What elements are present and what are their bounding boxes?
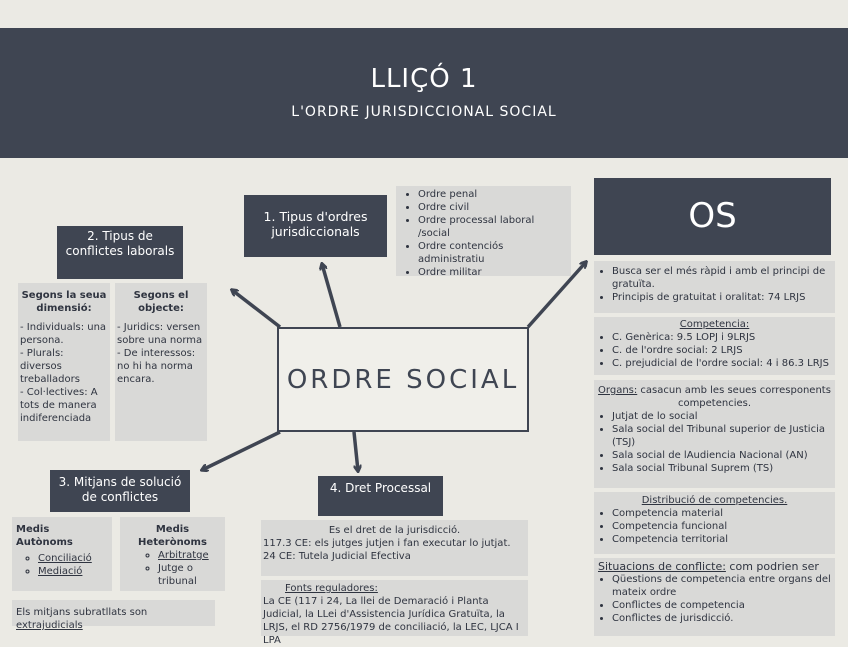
- organ-item: Sala social del Tribunal superior de Jus…: [612, 423, 831, 449]
- dret-label: 4. Dret Processal: [318, 476, 443, 516]
- ordre-item: Ordre militar: [418, 266, 567, 279]
- objecte-box: Segons el objecte: - Juridics: versen so…: [115, 283, 207, 441]
- fonts-text: La CE (117 i 24, La llei de Demaració i …: [263, 596, 519, 646]
- dret-def-title: Es el dret de la jurisdicció.: [328, 525, 461, 536]
- organs-title: Organs:: [598, 385, 638, 396]
- tipus-ordres-list: Ordre penal Ordre civil Ordre processal …: [396, 186, 571, 279]
- header-band: [0, 28, 848, 158]
- central-topic: ORDRE SOCIAL: [277, 327, 529, 432]
- heteronoms-heading: Medis Heterònoms: [138, 524, 207, 548]
- os-distribucio: Distribució de competencies. Competencia…: [594, 492, 835, 554]
- organ-item: Jutjat de lo social: [612, 410, 831, 423]
- dimensio-text: - Individuals: una persona. - Plurals: d…: [20, 322, 107, 424]
- heteronom-item: Jutge o tribunal: [158, 562, 221, 588]
- fonts-box: Fonts reguladores: La CE (117 i 24, La l…: [261, 580, 528, 646]
- objecte-text: - Juridics: versen sobre una norma - De …: [117, 322, 203, 385]
- arrow-to-dret: [352, 431, 358, 471]
- distribucio-item: Competencia material: [612, 507, 831, 520]
- note-prefix: Els mitjans subratllats son: [16, 607, 148, 618]
- dimensio-heading: Segons la seua dimensió:: [21, 290, 107, 314]
- situacions-list: Qüestions de competencia entre organs de…: [598, 573, 831, 625]
- arrow-to-os: [526, 262, 586, 329]
- autonoms-box: Medis Autònoms Conciliació Mediació: [12, 517, 112, 591]
- dimensio-box: Segons la seua dimensió: - Individuals: …: [18, 283, 110, 441]
- situacions-title: Situacions de conflicte:: [598, 560, 726, 573]
- conflictes-label: 2. Tipus de conflictes laborals: [57, 226, 183, 279]
- situacions-title-rest: com podrien ser: [725, 560, 819, 573]
- situacions-heading: Situacions de conflicte: com podrien ser: [598, 560, 831, 573]
- organs-list: Jutjat de lo social Sala social del Trib…: [598, 410, 831, 475]
- competencia-list: C. Genèrica: 9.5 LOPJ i 9LRJS C. de l'or…: [598, 331, 831, 370]
- autonoms-heading: Medis Autònoms: [16, 524, 73, 548]
- page-subtitle: L'ORDRE JURISDICCIONAL SOCIAL: [291, 104, 557, 120]
- fonts-title: Fonts reguladores:: [285, 583, 378, 594]
- heteronoms-box: Medis Heterònoms Arbitratge Jutge o trib…: [120, 517, 225, 591]
- autonoms-list: Conciliació Mediació: [16, 552, 108, 578]
- organ-item: Sala social de lAudiencia Nacional (AN): [612, 449, 831, 462]
- distribucio-title: Distribució de competencies.: [641, 495, 788, 506]
- situacio-item: Qüestions de competencia entre organs de…: [612, 573, 831, 599]
- heteronom-item: Arbitratge: [158, 549, 221, 562]
- note-underlined: extrajudicials: [16, 620, 83, 631]
- arrow-to-tipus-ordres: [322, 264, 342, 328]
- os-situacions: Situacions de conflicte: com podrien ser…: [594, 558, 835, 636]
- os-competencia: Competencia: C. Genèrica: 9.5 LOPJ i 9LR…: [594, 317, 835, 375]
- arrow-to-mitjans: [202, 430, 281, 470]
- principi-item: Principis de gratuitat i oralitat: 74 LR…: [612, 291, 831, 304]
- ordre-item: Ordre contenciós administratiu: [418, 240, 567, 266]
- principi-item: Busca ser el més ràpid i amb el principi…: [612, 265, 831, 291]
- ordres-items: Ordre penal Ordre civil Ordre processal …: [404, 188, 567, 279]
- os-label: OS: [594, 178, 831, 255]
- organs-heading: Organs: casacun amb les seues correspone…: [598, 384, 831, 410]
- principis-list: Busca ser el més ràpid i amb el principi…: [598, 265, 831, 304]
- competencia-item: C. prejudicial de l'ordre social: 4 i 86…: [612, 357, 831, 370]
- tipus-ordres-label: 1. Tipus d'ordres jurisdiccionals: [244, 195, 387, 257]
- autonom-item: Mediació: [38, 565, 108, 578]
- ordre-item: Ordre civil: [418, 201, 567, 214]
- page-title: LLIÇÓ 1: [370, 64, 478, 94]
- situacio-item: Conflictes de competencia: [612, 599, 831, 612]
- dret-def-line: 24 CE: Tutela Judicial Efectiva: [263, 551, 411, 562]
- autonom-item: Conciliació: [38, 552, 108, 565]
- mitjans-label: 3. Mitjans de solució de conflictes: [50, 470, 190, 512]
- organ-item: Sala social Tribunal Suprem (TS): [612, 462, 831, 475]
- ordre-item: Ordre processal laboral /social: [418, 214, 567, 240]
- ordre-item: Ordre penal: [418, 188, 567, 201]
- competencia-item: C. Genèrica: 9.5 LOPJ i 9LRJS: [612, 331, 831, 344]
- distribucio-item: Competencia territorial: [612, 533, 831, 546]
- distribucio-list: Competencia material Competencia funcion…: [598, 507, 831, 546]
- os-principis: Busca ser el més ràpid i amb el principi…: [594, 261, 835, 313]
- situacio-item: Conflictes de jurisdicció.: [612, 612, 831, 625]
- distribucio-item: Competencia funcional: [612, 520, 831, 533]
- arrow-to-conflictes: [232, 290, 282, 329]
- organs-title-rest: casacun amb les seues corresponents comp…: [637, 385, 831, 409]
- os-organs: Organs: casacun amb les seues correspone…: [594, 380, 835, 488]
- dret-definition: Es el dret de la jurisdicció. 117.3 CE: …: [261, 520, 528, 576]
- competencia-item: C. de l'ordre social: 2 LRJS: [612, 344, 831, 357]
- heteronoms-list: Arbitratge Jutge o tribunal: [124, 549, 221, 588]
- objecte-heading: Segons el objecte:: [133, 290, 189, 314]
- mitjans-note: Els mitjans subratllats son extrajudicia…: [12, 600, 215, 631]
- dret-def-line: 117.3 CE: els jutges jutjen i fan execut…: [263, 538, 511, 549]
- competencia-title: Competencia:: [679, 319, 750, 330]
